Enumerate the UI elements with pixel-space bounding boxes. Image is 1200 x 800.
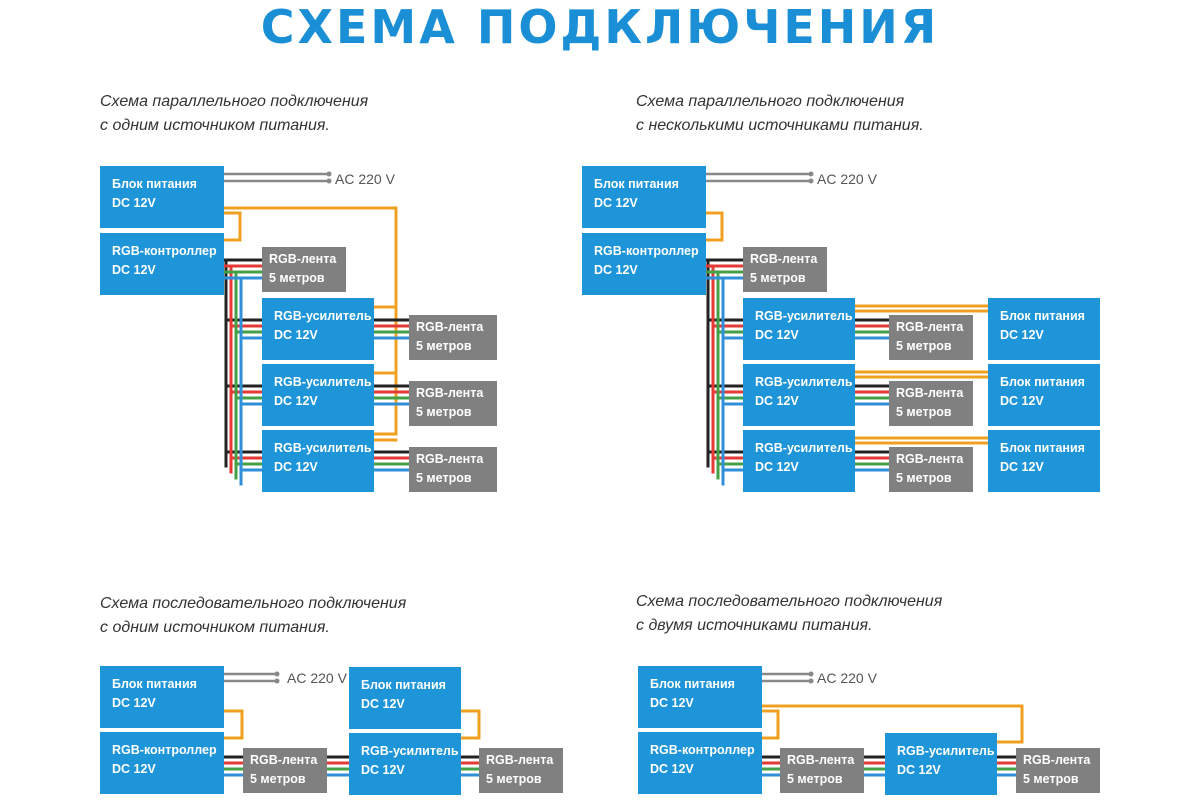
caption-parallel-multi: Схема параллельного подключения с нескол…: [636, 93, 924, 134]
ac-input-label: AC 220 V: [335, 171, 395, 187]
power-wire: [762, 709, 780, 740]
ac-input-label: AC 220 V: [817, 670, 877, 686]
ac-terminal-dot: [808, 678, 814, 684]
ac-input-label: AC 220 V: [287, 670, 347, 686]
ac-terminal-dot: [274, 671, 280, 677]
power-wire: [224, 709, 244, 740]
ac-input-label: AC 220 V: [817, 171, 877, 187]
ac-terminal-dot: [808, 178, 814, 184]
caption-serial-two: Схема последовательного подключения с дв…: [636, 593, 943, 634]
ac-terminal-dot: [326, 171, 332, 177]
ac-terminal-dot: [808, 171, 814, 177]
power-wire: [706, 211, 724, 242]
power-wire: [461, 709, 481, 740]
ac-terminal-dot: [274, 678, 280, 684]
page-title: СХЕМА ПОДКЛЮЧЕНИЯ: [260, 0, 940, 54]
power-wire: [224, 211, 242, 242]
ac-terminal-dot: [808, 671, 814, 677]
ac-terminal-dot: [326, 178, 332, 184]
caption-serial-single: Схема последовательного подключения с од…: [100, 595, 407, 636]
caption-parallel-single: Схема параллельного подключения с одним …: [100, 93, 369, 134]
